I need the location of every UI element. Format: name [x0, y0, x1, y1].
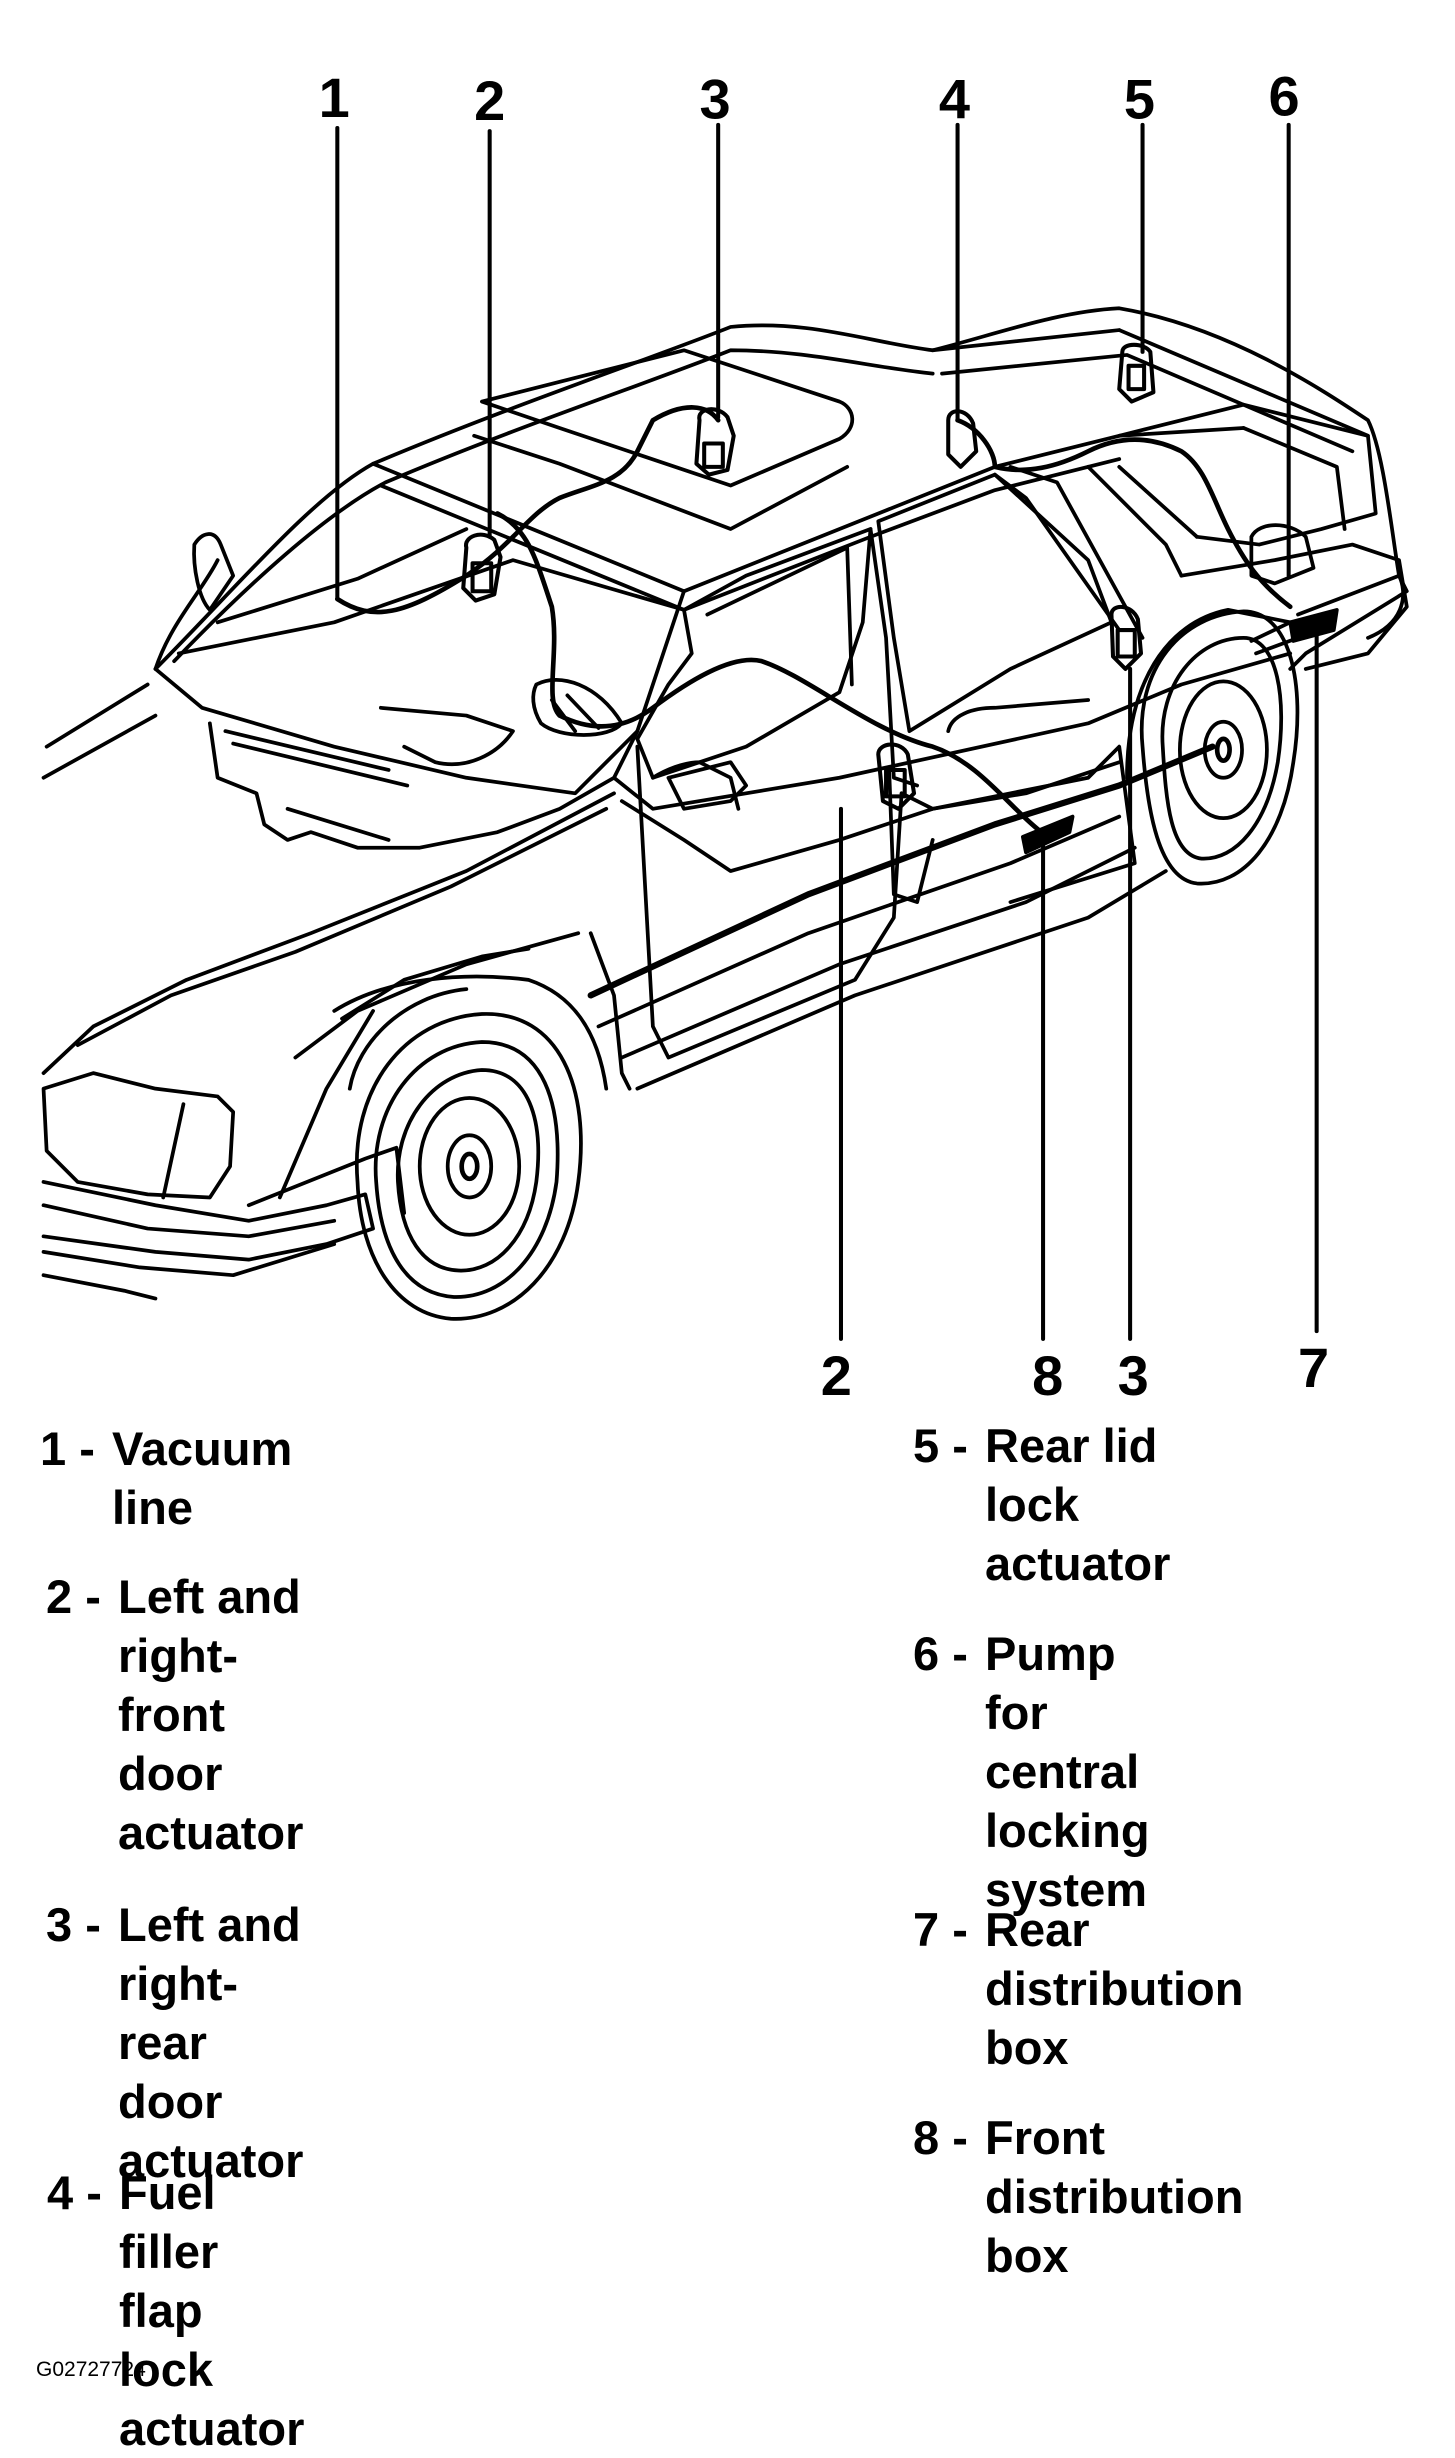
callout-numbers: 1 2 3 4 5 6 2 8 3 7 [319, 65, 1329, 1407]
callout-4: 4 [939, 68, 970, 131]
callout-1: 1 [319, 66, 350, 129]
callout-6: 6 [1268, 65, 1299, 128]
actuators [461, 342, 1156, 811]
rear-bumper [1288, 573, 1409, 671]
front-wheel [332, 974, 609, 1321]
body-side-moulding [587, 743, 1216, 999]
callout-3-top: 3 [700, 68, 731, 131]
hood [41, 791, 616, 1075]
legend-text: Vacuum line [112, 1422, 293, 1534]
front-distribution-box [1020, 814, 1075, 855]
legend-number: 7 - [913, 1903, 968, 1956]
actuator-icon [1109, 604, 1144, 671]
legend-text: Fuel filler flap lock actuator [119, 2166, 305, 2455]
legend-number: 8 - [913, 2111, 968, 2164]
rear-door-window [876, 472, 1114, 733]
rear-distribution-box [1288, 608, 1339, 643]
actuator-icon [876, 742, 917, 811]
legend-number: 2 - [46, 1570, 101, 1623]
legend-text: Rear lid lock actuator [985, 1419, 1171, 1590]
sunroof [480, 348, 855, 488]
leader-lines [335, 122, 1319, 1341]
legend-number: 5 - [913, 1419, 968, 1472]
callout-2-bottom: 2 [821, 1344, 852, 1407]
legend-text: Left and right- front door actuator [118, 1570, 304, 1859]
front-door-handle [666, 760, 749, 811]
callout-8: 8 [1032, 1344, 1063, 1407]
front-bumper [41, 1180, 375, 1262]
legend-number: 4 - [47, 2166, 102, 2219]
legend-text: Front distribution box [985, 2111, 1244, 2282]
body-side-upper [612, 651, 1293, 811]
left-mirror [192, 532, 236, 612]
callout-2-top: 2 [474, 69, 505, 132]
callout-5: 5 [1124, 68, 1155, 131]
vacuum-line [334, 405, 1293, 835]
legend-number: 6 - [913, 1627, 968, 1680]
headlight [41, 1071, 236, 1200]
callout-7: 7 [1298, 1336, 1329, 1399]
trunk-lid [1117, 402, 1378, 547]
roof-inner-line [172, 348, 935, 664]
figure-id: G02727724 [36, 2358, 146, 2381]
legend-text: Pump for central locking system [985, 1627, 1150, 1916]
actuator-icon [461, 532, 503, 603]
front-fender [588, 931, 632, 1091]
front-door-window [635, 527, 873, 780]
steering-wheel [531, 678, 624, 737]
front-door [635, 744, 904, 1060]
actuator-icon [694, 407, 736, 477]
rear-door [899, 744, 1137, 904]
legend-text: Rear distribution box [985, 1903, 1244, 2074]
windshield [153, 589, 686, 796]
legend-number: 1 - [40, 1422, 95, 1475]
callout-3-bottom: 3 [1118, 1344, 1149, 1407]
actuator-icon [946, 409, 979, 469]
legend-number: 3 - [46, 1898, 101, 1951]
legend-text: Left and right-rear door actuator [118, 1898, 304, 2187]
